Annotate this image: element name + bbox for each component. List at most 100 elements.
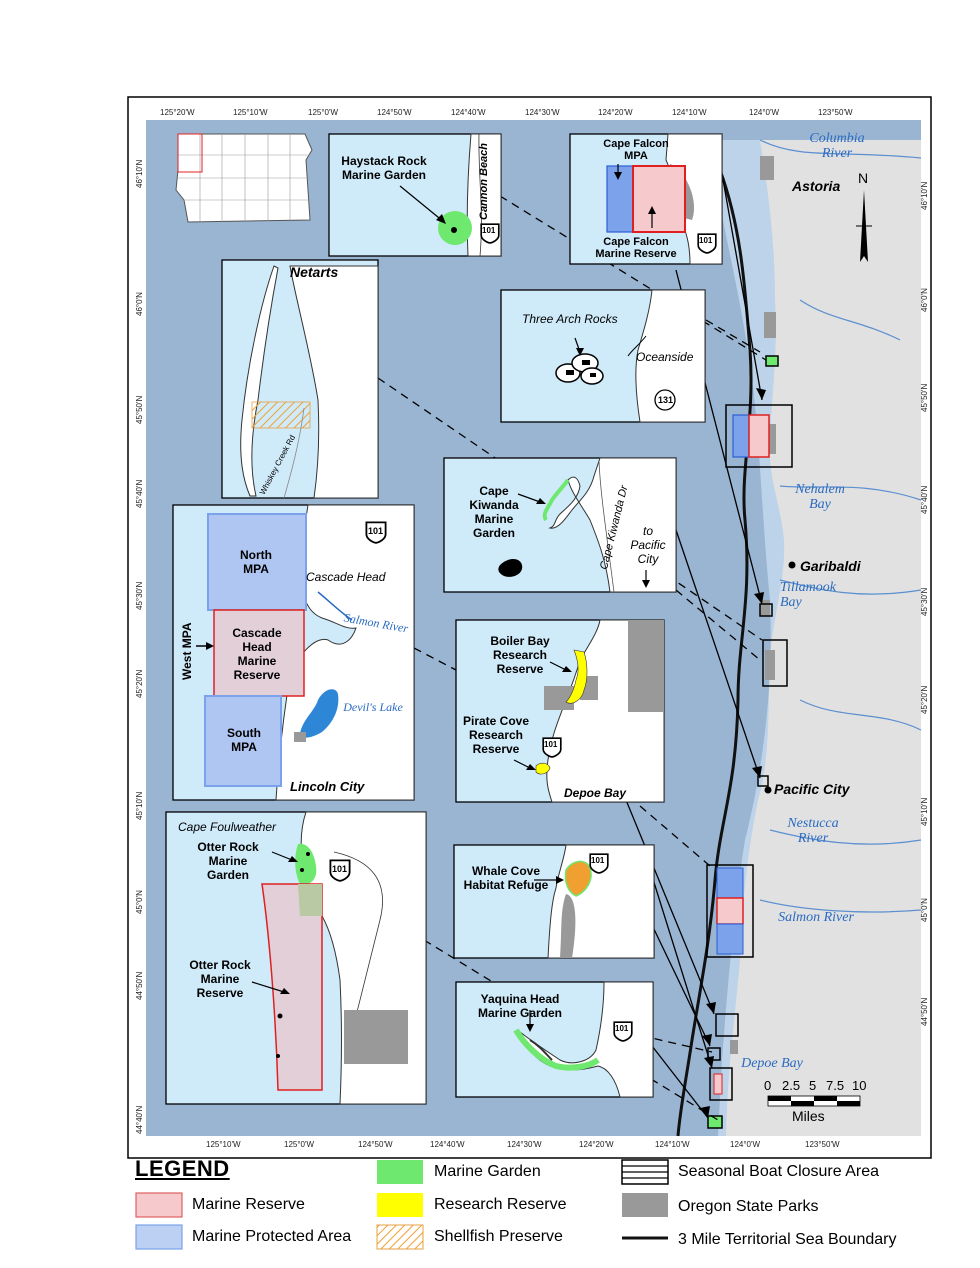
scale-bar	[767, 1095, 861, 1107]
main-falcon-mpa	[732, 414, 750, 458]
tick-left-3: 45°40'N	[135, 479, 144, 508]
tick-left-6: 45°10'N	[135, 791, 144, 820]
tick-bottom-8: 123°50'W	[805, 1140, 840, 1149]
tick-left-8: 44°50'N	[135, 971, 144, 1000]
haystack-title: Haystack Rock Marine Garden	[341, 154, 427, 182]
main-cascade-box	[706, 864, 754, 958]
north-arrow	[856, 190, 872, 262]
tick-top-3: 124°50'W	[377, 108, 412, 117]
place-astoria: Astoria	[792, 178, 841, 194]
cascade-west-label: West MPA	[180, 622, 194, 680]
tick-right-6: 45°10'N	[920, 797, 929, 826]
inset-cascade-map	[172, 504, 415, 801]
tick-left-1: 46°0'N	[135, 292, 144, 316]
inset-boiler-map	[455, 619, 665, 803]
tick-left-7: 45°0'N	[135, 890, 144, 914]
falcon-reserve-label: Cape Falcon Marine Reserve	[595, 236, 677, 260]
place-nestucca: Nestucca River	[787, 816, 839, 846]
place-nehalem: Nehalem Bay	[795, 482, 845, 512]
inset-haystack-map	[328, 133, 502, 257]
legend-marine-reserve: Marine Reserve	[192, 1196, 305, 1213]
inset-yaquina-map	[455, 981, 654, 1098]
legend-shellfish-preserve: Shellfish Preserve	[434, 1228, 563, 1245]
tick-right-1: 46°0'N	[920, 288, 929, 312]
highway-shields	[329, 223, 717, 1042]
tick-top-5: 124°30'W	[525, 108, 560, 117]
inset-whale-map	[453, 844, 655, 959]
otter-shield: 101	[332, 864, 348, 874]
place-garibaldi: Garibaldi	[800, 558, 861, 574]
inset-otter-map	[165, 811, 427, 1105]
kiwanda-title: Cape Kiwanda Marine Garden	[469, 484, 519, 540]
legend-state-parks: Oregon State Parks	[678, 1198, 819, 1215]
tick-right-3: 45°40'N	[920, 485, 929, 514]
land-coast	[726, 140, 921, 1136]
tick-right-4: 45°30'N	[920, 587, 929, 616]
inset-falcon-map	[569, 133, 723, 265]
legend-territorial-sea: 3 Mile Territorial Sea Boundary	[678, 1231, 897, 1248]
tick-right-0: 46°10'N	[920, 181, 929, 210]
legend-title: LEGEND	[135, 1156, 230, 1181]
territorial-sea-boundary	[676, 169, 753, 1137]
tick-top-7: 124°10'W	[672, 108, 707, 117]
tick-top-6: 124°20'W	[598, 108, 633, 117]
tick-left-9: 44°40'N	[135, 1105, 144, 1134]
tick-bottom-0: 125°10'W	[206, 1140, 241, 1149]
main-falcon-box	[725, 404, 793, 468]
legend-research-reserve: Research Reserve	[434, 1196, 567, 1213]
tick-bottom-4: 124°30'W	[507, 1140, 542, 1149]
haystack-road: Cannon Beach	[478, 142, 490, 220]
tick-bottom-7: 124°0'W	[730, 1140, 761, 1149]
falcon-shield: 101	[699, 236, 713, 245]
threearch-shield: 131	[658, 395, 674, 405]
pirate-label: Pirate Cove Research Reserve	[462, 714, 530, 756]
otter-garden-label: Otter Rock Marine Garden	[197, 840, 259, 882]
tick-right-8: 44°50'N	[920, 997, 929, 1026]
otter-cape-label: Cape Foulweather	[178, 820, 277, 834]
main-otter-reserve	[713, 1073, 723, 1095]
tick-left-0: 46°10'N	[135, 159, 144, 188]
main-haystack-box	[765, 355, 779, 367]
scale-tick-3: 7.5	[826, 1078, 845, 1093]
north-label: N	[858, 170, 869, 186]
tick-top-9: 123°50'W	[818, 108, 853, 117]
cascade-reserve-label: Cascade Head Marine Reserve	[232, 626, 282, 682]
main-cascade-reserve	[716, 897, 744, 925]
tick-left-2: 45°50'N	[135, 395, 144, 424]
main-netarts-box	[762, 639, 788, 687]
tick-right-2: 45°50'N	[920, 383, 929, 412]
cascade-north-label: North MPA	[240, 548, 272, 576]
tick-left-4: 45°30'N	[135, 581, 144, 610]
tick-top-0: 125°20'W	[160, 108, 195, 117]
cascade-south-label: South MPA	[227, 726, 261, 754]
tick-right-5: 45°20'N	[920, 685, 929, 714]
yaquina-shield: 101	[615, 1024, 629, 1033]
place-depoe: Depoe Bay	[741, 1056, 803, 1071]
main-threearch-box	[759, 603, 773, 617]
threearch-title: Three Arch Rocks	[522, 312, 618, 326]
inset-netarts-map	[221, 259, 379, 499]
cascade-city-label: Lincoln City	[290, 779, 365, 794]
main-cascade-south	[716, 923, 744, 955]
tick-top-1: 125°10'W	[233, 108, 268, 117]
falcon-mpa-label: Cape Falcon MPA	[603, 138, 669, 162]
tick-left-5: 45°20'N	[135, 669, 144, 698]
boiler-shield: 101	[544, 740, 558, 749]
tick-top-4: 124°40'W	[451, 108, 486, 117]
cascade-head-label: Cascade Head	[306, 570, 386, 584]
tick-right-7: 45°0'N	[920, 898, 929, 922]
main-cascade-north	[716, 867, 744, 899]
kiwanda-note: to Pacific City	[630, 524, 666, 566]
main-yaquina-box	[707, 1115, 723, 1129]
tick-bottom-1: 125°0'W	[284, 1140, 315, 1149]
whale-title: Whale Cove Habitat Refuge	[463, 864, 549, 892]
scale-unit: Miles	[792, 1108, 825, 1124]
threearch-town: Oceanside	[636, 350, 694, 364]
cascade-lake-label: Devil's Lake	[343, 700, 403, 714]
main-otter-box	[709, 1067, 733, 1101]
garibaldi-dot	[788, 561, 796, 569]
scale-tick-2: 5	[809, 1078, 817, 1093]
scale-tick-4: 10	[852, 1078, 867, 1093]
tick-bottom-2: 124°50'W	[358, 1140, 393, 1149]
